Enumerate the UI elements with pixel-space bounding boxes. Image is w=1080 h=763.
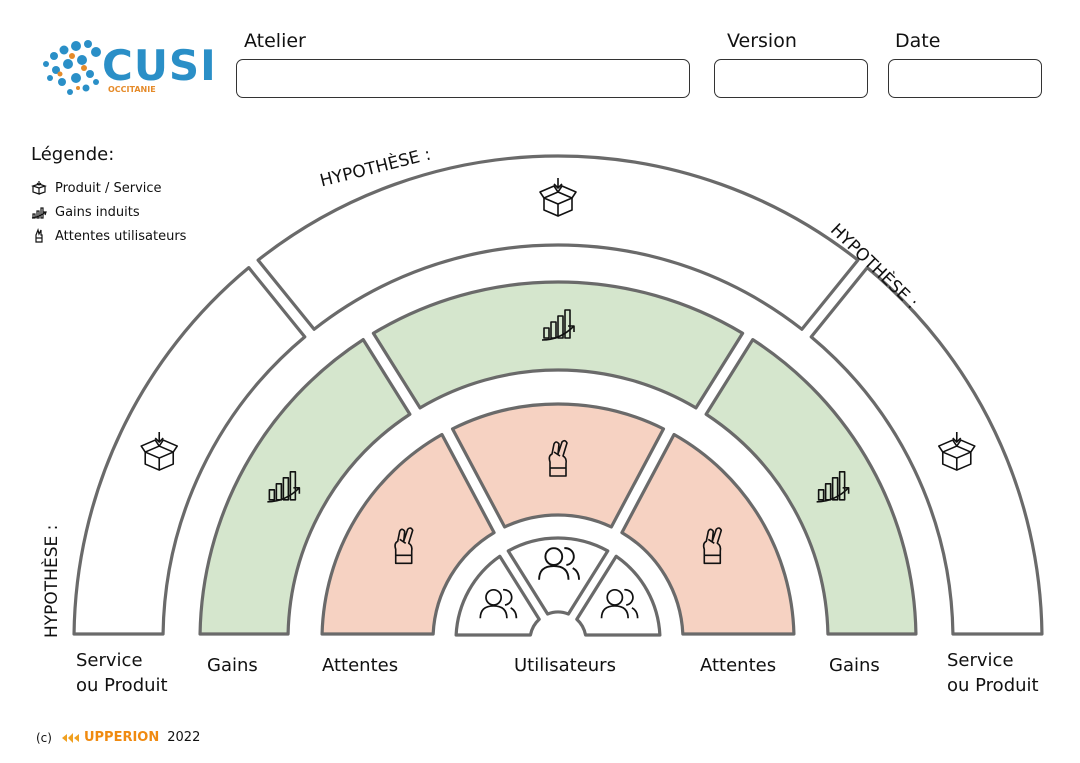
- date-field[interactable]: [888, 59, 1042, 98]
- users-segment-left: [454, 554, 541, 637]
- users-segment-right: [575, 554, 662, 637]
- label-service-left-line2: ou Produit: [76, 675, 168, 696]
- label-service-right: Service ou Produit: [947, 648, 1039, 698]
- cusi-logo: CUSI OCCITANIE: [36, 34, 216, 98]
- footer: (c) UPPERION 2022: [36, 730, 200, 745]
- growth-chart-icon: [31, 207, 47, 219]
- attentes-segment-left: [320, 432, 496, 636]
- label-attentes-left: Attentes: [322, 655, 399, 676]
- gains-segment-left: [198, 338, 412, 636]
- service-segment-left: [72, 266, 307, 636]
- legend-item-gains: Gains induits: [31, 200, 186, 224]
- label-gains-left: Gains: [207, 655, 258, 676]
- logo-subtext: OCCITANIE: [108, 85, 156, 94]
- legend-label: Attentes utilisateurs: [55, 228, 187, 244]
- gains-segment-top: [371, 280, 745, 410]
- brand-text: UPPERION: [83, 730, 160, 745]
- logo-dots-icon: [43, 40, 101, 95]
- legend-item-attentes: Attentes utilisateurs: [31, 224, 186, 248]
- label-service-left: Service ou Produit: [76, 648, 168, 698]
- hypothesis-label-left: HYPOTHÈSE :: [42, 524, 62, 638]
- legend-item-produit: Produit / Service: [31, 176, 186, 200]
- legend-label: Gains induits: [55, 204, 140, 220]
- crossed-fingers-icon: [35, 228, 43, 243]
- upperion-logo-icon: [61, 732, 79, 743]
- users-segment-center: [506, 536, 610, 616]
- version-label: Version: [727, 30, 797, 52]
- label-service-right-line1: Service: [947, 650, 1014, 671]
- gains-segment-right: [704, 338, 918, 636]
- label-service-left-line1: Service: [76, 650, 143, 671]
- label-gains-right: Gains: [829, 655, 880, 676]
- year-text: 2022: [167, 730, 201, 745]
- atelier-field[interactable]: [236, 59, 690, 98]
- box-icon: [31, 181, 47, 195]
- attentes-segment-top: [450, 402, 666, 529]
- atelier-label: Atelier: [244, 30, 306, 52]
- service-segment-top: [256, 154, 860, 331]
- copyright-text: (c): [36, 730, 52, 745]
- service-segment-right: [809, 266, 1044, 636]
- label-attentes-right: Attentes: [700, 655, 777, 676]
- legend-label: Produit / Service: [55, 180, 162, 196]
- legend: Produit / Service Gains induits Attentes…: [31, 176, 186, 248]
- date-label: Date: [895, 30, 941, 52]
- version-field[interactable]: [714, 59, 868, 98]
- logo-text: CUSI: [102, 41, 216, 90]
- label-utilisateurs: Utilisateurs: [514, 655, 616, 676]
- legend-title: Légende:: [31, 144, 115, 165]
- label-service-right-line2: ou Produit: [947, 675, 1039, 696]
